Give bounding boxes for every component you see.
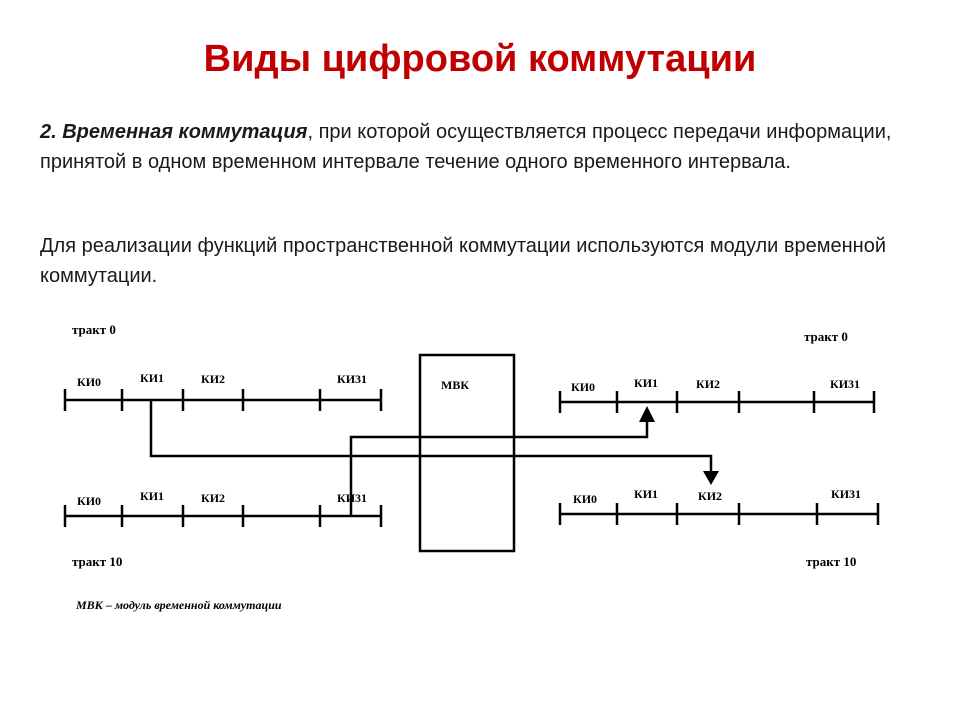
mvk-label: МВК — [441, 378, 469, 392]
slot-label-ki2: КИ2 — [201, 372, 225, 386]
track-label: тракт 10 — [72, 554, 122, 569]
right-top-track — [558, 391, 876, 413]
slot-label-ki0: КИ0 — [77, 494, 101, 508]
slot-label-ki2: КИ2 — [201, 491, 225, 505]
time-switching-diagram: тракт 0 КИ0 КИ1 КИ2 КИ31 КИ0 КИ1 КИ2 КИ3… — [63, 322, 880, 612]
slot-label-ki31: КИ31 — [831, 487, 861, 501]
slot-label-ki31: КИ31 — [830, 377, 860, 391]
slot-label-ki0: КИ0 — [571, 380, 595, 394]
mvk-module-box — [418, 353, 516, 553]
arrow-up-icon — [639, 406, 655, 422]
paragraph-implementation: Для реализации функций пространственной … — [40, 235, 887, 287]
slot-label-ki1: КИ1 — [140, 371, 164, 385]
slide-title: Виды цифровой коммутации — [203, 38, 757, 80]
right-bottom-track — [558, 503, 880, 525]
arrow-down-icon — [703, 471, 719, 485]
track-label: тракт 10 — [806, 554, 856, 569]
left-bottom-track — [63, 505, 383, 527]
slot-label-ki1: КИ1 — [140, 489, 164, 503]
left-top-track — [63, 389, 383, 411]
diagram-caption: МВК – модуль временной коммутации — [75, 598, 282, 612]
slot-label-ki2: КИ2 — [698, 489, 722, 503]
slot-label-ki1: КИ1 — [634, 376, 658, 390]
slot-label-ki0: КИ0 — [573, 492, 597, 506]
paragraph-lead: 2. Временная коммутация — [40, 121, 308, 143]
connection-path-ki1-to-ki2 — [149, 400, 713, 472]
track-label: тракт 0 — [804, 329, 848, 344]
slot-label-ki2: КИ2 — [696, 377, 720, 391]
slot-label-ki1: КИ1 — [634, 487, 658, 501]
paragraph-time-switching: 2. Временная коммутация, при которой осу… — [40, 118, 930, 177]
track-label: тракт 0 — [72, 322, 116, 337]
paragraph-text: , при которой осуществляется процесс пер… — [40, 121, 892, 173]
slot-label-ki0: КИ0 — [77, 375, 101, 389]
connection-path-ki31-to-ki1 — [349, 422, 649, 516]
slot-label-ki31: КИ31 — [337, 372, 367, 386]
